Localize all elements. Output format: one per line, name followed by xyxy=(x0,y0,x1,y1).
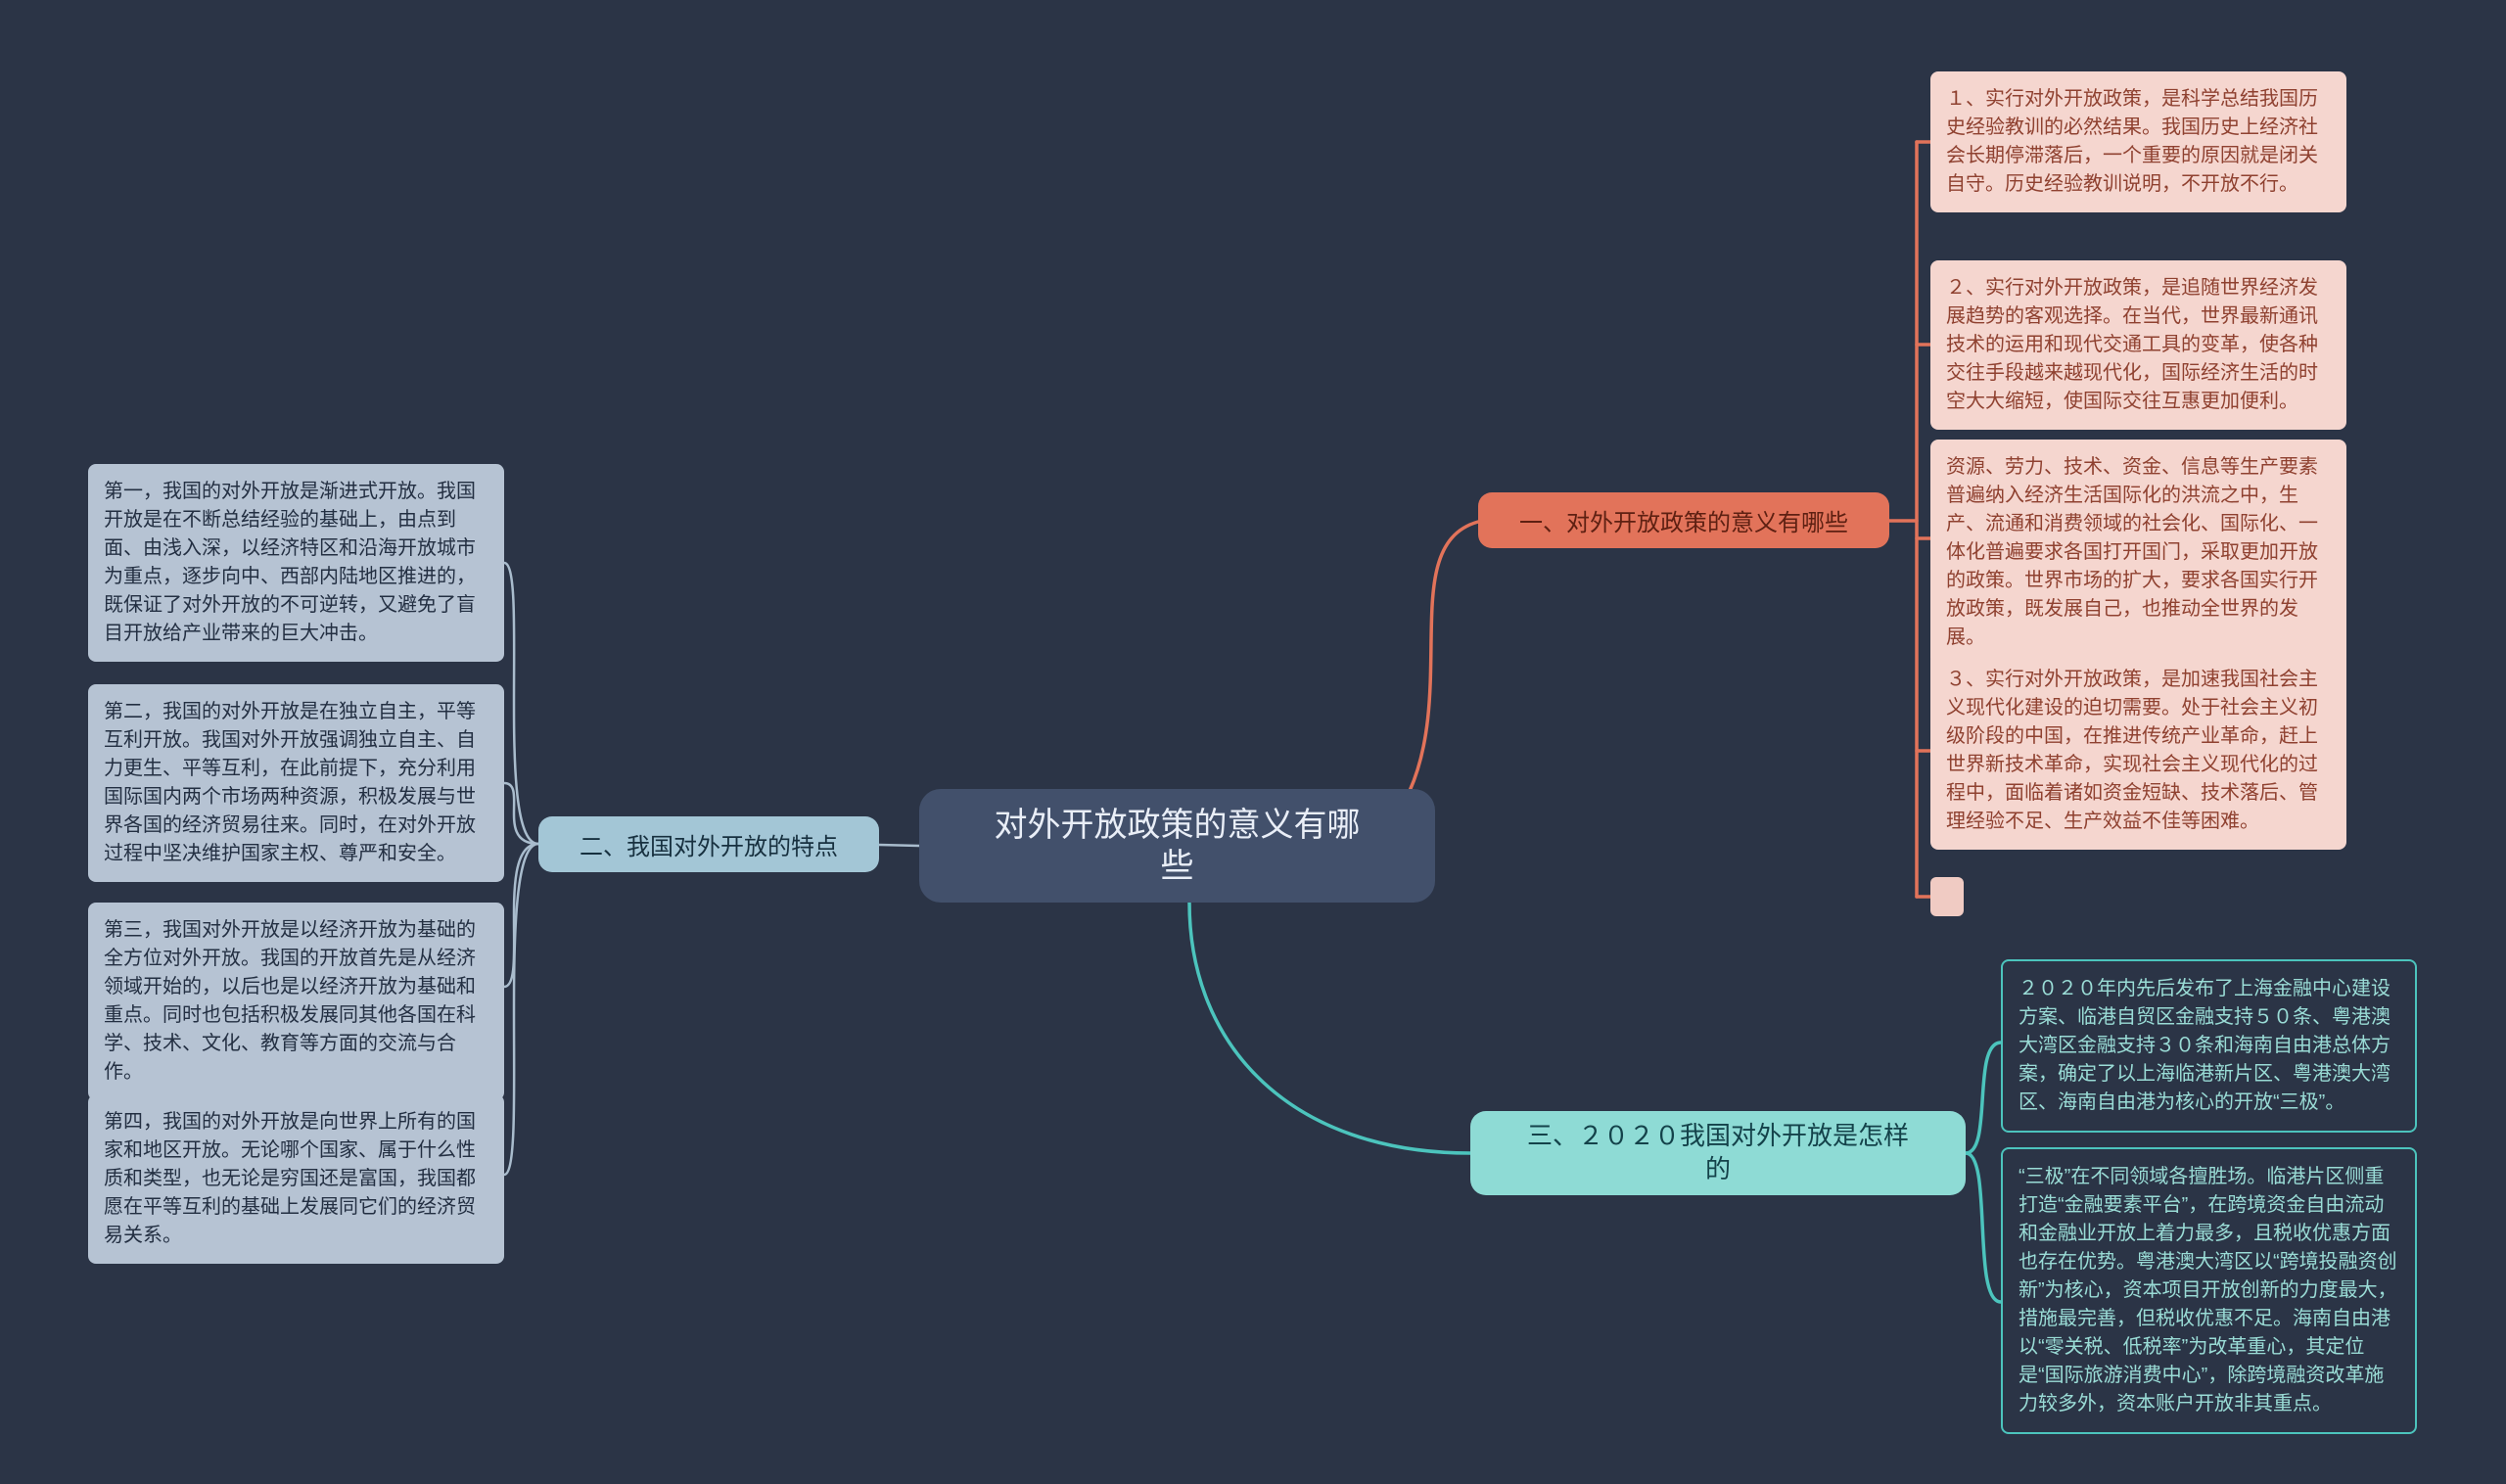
collapsed-node-handle[interactable] xyxy=(1930,877,1964,916)
features-leaf-1[interactable]: 第一，我国的对外开放是渐进式开放。我国开放是在不断总结经验的基础上，由点到面、由… xyxy=(88,464,504,662)
meaning-leaf-3[interactable]: 资源、劳力、技术、资金、信息等生产要素普遍纳入经济生活国际化的洪流之中，生产、流… xyxy=(1930,440,2346,666)
opening-2020-leaf-2[interactable]: “三极”在不同领域各擅胜场。临港片区侧重打造“金融要素平台”，在跨境资金自由流动… xyxy=(2001,1147,2417,1434)
features-leaf-3[interactable]: 第三，我国对外开放是以经济开放为基础的全方位对外开放。我国的开放首先是从经济领域… xyxy=(88,903,504,1100)
features-leaf-4[interactable]: 第四，我国的对外开放是向世界上所有的国家和地区开放。无论哪个国家、属于什么性质和… xyxy=(88,1094,504,1264)
branch-node-2020[interactable]: 三、２０２０我国对外开放是怎样的 xyxy=(1470,1111,1966,1195)
connector-2020-leaf-1 xyxy=(1964,1041,2003,1155)
connector-features-leaf-2 xyxy=(502,781,540,846)
central-topic[interactable]: 对外开放政策的意义有哪些 xyxy=(919,789,1435,903)
connector-center-to-2020 xyxy=(1187,901,1472,1155)
connector-features-leaf-3 xyxy=(502,842,540,989)
branch-node-meaning[interactable]: 一、对外开放政策的意义有哪些 xyxy=(1478,492,1889,548)
features-leaf-2[interactable]: 第二，我国的对外开放是在独立自主，平等互利开放。我国对外开放强调独立自主、自力更… xyxy=(88,684,504,882)
branch-node-features[interactable]: 二、我国对外开放的特点 xyxy=(538,816,879,872)
connector-center-to-meaning xyxy=(1408,520,1480,793)
central-topic-label: 对外开放政策的意义有哪些 xyxy=(994,806,1361,886)
connector-features-leaf-4 xyxy=(502,842,540,1177)
connector-features-leaf-1 xyxy=(502,561,540,846)
branch-node-features-label: 二、我国对外开放的特点 xyxy=(580,834,838,860)
branch-node-meaning-label: 一、对外开放政策的意义有哪些 xyxy=(1519,510,1848,536)
connector-center-to-features xyxy=(877,843,921,848)
meaning-leaf-1[interactable]: １、实行对外开放政策，是科学总结我国历史经验教训的必然结果。我国历史上经济社会长… xyxy=(1930,71,2346,212)
meaning-leaf-2[interactable]: ２、实行对外开放政策，是追随世界经济发展趋势的客观选择。在当代，世界最新通讯技术… xyxy=(1930,260,2346,430)
connector-2020-leaf-2 xyxy=(1964,1151,2003,1304)
branch-node-2020-label: 三、２０２０我国对外开放是怎样的 xyxy=(1526,1121,1909,1183)
opening-2020-leaf-1[interactable]: ２０２０年内先后发布了上海金融中心建设方案、临港自贸区金融支持５０条、粤港澳大湾… xyxy=(2001,959,2417,1133)
meaning-leaf-4[interactable]: ３、实行对外开放政策，是加速我国社会主义现代化建设的迫切需要。处于社会主义初级阶… xyxy=(1930,652,2346,850)
